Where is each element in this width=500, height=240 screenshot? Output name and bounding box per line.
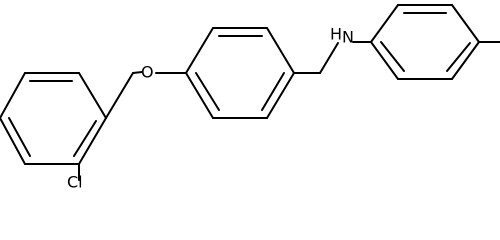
chlorine-label: Cl bbox=[67, 173, 83, 192]
central-phenyl-ring bbox=[185, 27, 295, 119]
nitrogen-label: N bbox=[342, 28, 354, 47]
bond-c1-c2 bbox=[370, 4, 399, 43]
bond-a6-a1 bbox=[0, 72, 26, 119]
chemical-structure-diagram: O H N Cl bbox=[0, 0, 500, 196]
chlorobenzyl-ring bbox=[0, 72, 107, 165]
methylene-ether-linker bbox=[105, 71, 143, 119]
bond-ch2-nitrogen bbox=[319, 42, 339, 74]
bond-benzyl-ch2 bbox=[105, 72, 134, 119]
bond-c6-c1 bbox=[370, 41, 399, 80]
bond-a2-a3 bbox=[78, 72, 107, 119]
canvas-background bbox=[0, 0, 500, 196]
bond-a3-a4-inner bbox=[73, 120, 97, 157]
bond-a5-a6-inner bbox=[8, 117, 31, 157]
bond-c4-c5 bbox=[451, 41, 480, 80]
tolyl-ring bbox=[370, 4, 500, 80]
bond-b1-b2 bbox=[185, 27, 214, 74]
bond-c4-c5-inner bbox=[446, 42, 471, 72]
bond-b4-b5 bbox=[266, 72, 295, 119]
bond-b3-b4 bbox=[266, 27, 295, 74]
bond-ch2-oxygen bbox=[132, 71, 143, 74]
nitrogen-hydrogen-label: H bbox=[330, 25, 342, 44]
bond-a5-a6 bbox=[0, 117, 26, 165]
amine-linker bbox=[293, 41, 372, 74]
bond-b6-b1 bbox=[185, 72, 214, 119]
bond-c6-c1-inner bbox=[380, 41, 405, 72]
bond-a3-a4 bbox=[78, 117, 107, 165]
bond-b4-b5-inner bbox=[261, 72, 285, 111]
bond-b6-b1-inner bbox=[195, 72, 220, 111]
bond-c3-c4 bbox=[451, 4, 480, 43]
oxygen-label: O bbox=[141, 63, 154, 82]
